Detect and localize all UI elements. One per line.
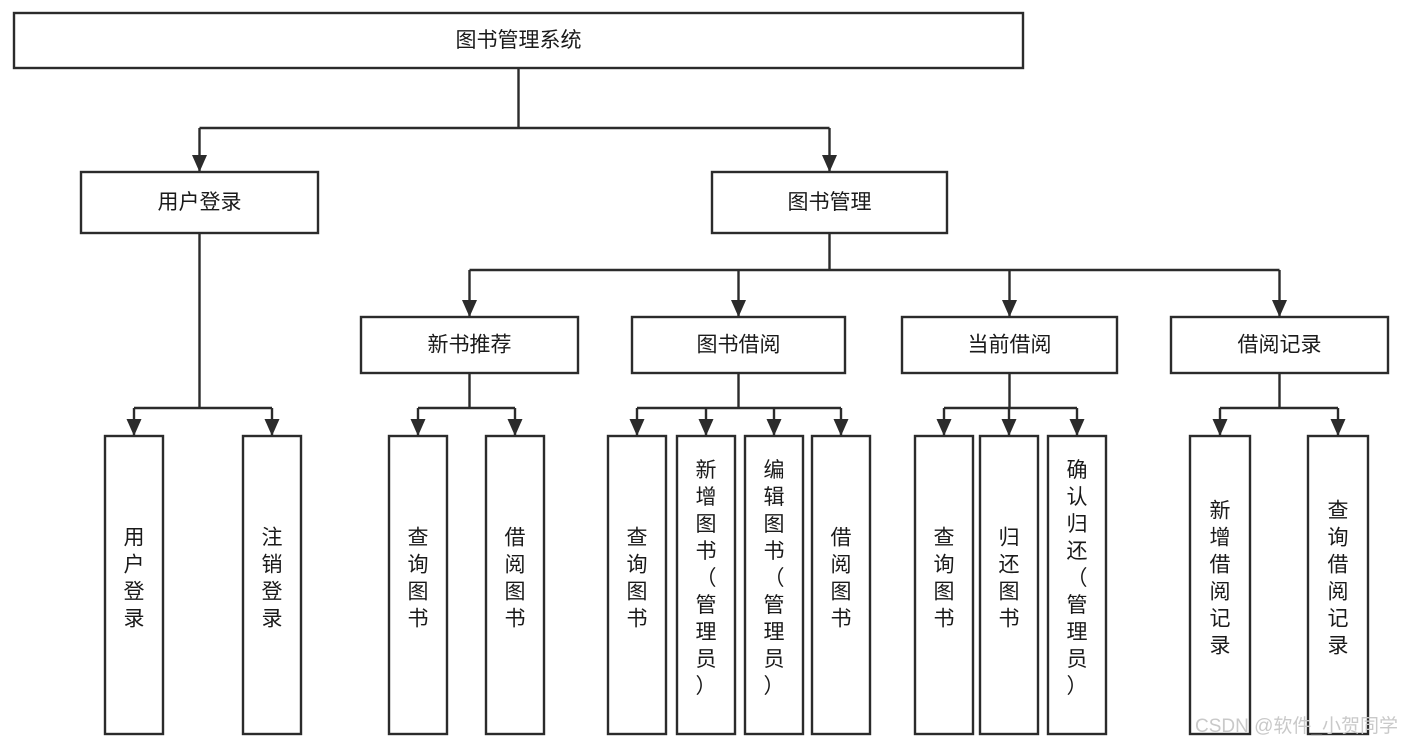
node-label-current-borrow: 当前借阅 xyxy=(968,334,1052,357)
node-box-leaf-query-borrow-record[interactable] xyxy=(1306,434,1370,736)
node-label-leaf-borrow-book-new: 借阅图书 xyxy=(505,527,526,631)
node-label-leaf-logout-login: 注销登录 xyxy=(262,527,283,631)
node-layer: 图书管理系统用户登录图书管理新书推荐图书借阅当前借阅借阅记录用户登录注销登录查询… xyxy=(12,11,1390,736)
connector-group-book-borrow xyxy=(629,373,849,436)
node-leaf-user-login[interactable]: 用户登录 xyxy=(103,434,165,736)
node-box-user-login[interactable] xyxy=(79,170,320,235)
node-box-leaf-add-book[interactable] xyxy=(675,434,737,736)
node-label-leaf-query-book-current: 查询图书 xyxy=(934,527,955,631)
arrow-head xyxy=(462,300,477,317)
node-leaf-return-book[interactable]: 归还图书 xyxy=(978,434,1040,736)
arrow-head xyxy=(1272,300,1287,317)
node-box-leaf-query-book-new[interactable] xyxy=(387,434,449,736)
connector-group-current-borrow xyxy=(936,373,1085,436)
node-leaf-edit-book[interactable]: 编辑图书（管理员） xyxy=(743,434,805,736)
node-label-leaf-borrow-book: 借阅图书 xyxy=(831,527,852,631)
node-borrow-records[interactable]: 借阅记录 xyxy=(1169,315,1390,375)
node-label-leaf-query-borrow-record: 查询借阅记录 xyxy=(1328,500,1349,658)
arrow-head xyxy=(766,419,782,436)
arrow-head xyxy=(1002,300,1017,317)
node-label-user-login: 用户登录 xyxy=(158,191,242,214)
node-label-leaf-confirm-return: 确认归还（管理员） xyxy=(1067,459,1088,698)
node-label-leaf-user-login: 用户登录 xyxy=(124,527,145,631)
node-leaf-borrow-book[interactable]: 借阅图书 xyxy=(810,434,872,736)
connector-group-borrow-records xyxy=(1212,373,1346,436)
node-book-management[interactable]: 图书管理 xyxy=(710,170,949,235)
node-label-leaf-add-book: 新增图书（管理员） xyxy=(696,459,717,698)
node-box-leaf-query-book-borrow[interactable] xyxy=(606,434,668,736)
node-leaf-add-book[interactable]: 新增图书（管理员） xyxy=(675,434,737,736)
connector-group-book-management xyxy=(462,233,1287,317)
csdn-watermark: CSDN @软件_小贺同学 xyxy=(1195,715,1398,737)
connector-group-root xyxy=(192,68,837,172)
node-leaf-borrow-book-new[interactable]: 借阅图书 xyxy=(484,434,546,736)
node-label-leaf-query-book-new: 查询图书 xyxy=(408,527,429,631)
connector-group-new-book-recommend xyxy=(410,373,523,436)
node-new-book-recommend[interactable]: 新书推荐 xyxy=(359,315,580,375)
node-box-root[interactable] xyxy=(12,11,1025,70)
node-leaf-query-book-new[interactable]: 查询图书 xyxy=(387,434,449,736)
node-book-borrow[interactable]: 图书借阅 xyxy=(630,315,847,375)
node-current-borrow[interactable]: 当前借阅 xyxy=(900,315,1119,375)
arrow-head xyxy=(126,419,142,436)
node-box-leaf-logout-login[interactable] xyxy=(241,434,303,736)
node-user-login[interactable]: 用户登录 xyxy=(79,170,320,235)
node-label-leaf-query-book-borrow: 查询图书 xyxy=(627,527,648,631)
node-label-borrow-records: 借阅记录 xyxy=(1238,334,1322,357)
node-leaf-confirm-return[interactable]: 确认归还（管理员） xyxy=(1046,434,1108,736)
node-box-leaf-edit-book[interactable] xyxy=(743,434,805,736)
node-box-leaf-confirm-return[interactable] xyxy=(1046,434,1108,736)
arrow-head xyxy=(833,419,849,436)
arrow-head xyxy=(507,419,523,436)
connector-layer xyxy=(126,68,1346,436)
arrow-head xyxy=(822,155,837,172)
node-leaf-query-borrow-record[interactable]: 查询借阅记录 xyxy=(1306,434,1370,736)
arrow-head xyxy=(731,300,746,317)
node-box-book-borrow[interactable] xyxy=(630,315,847,375)
node-box-leaf-query-book-current[interactable] xyxy=(913,434,975,736)
node-box-leaf-borrow-book-new[interactable] xyxy=(484,434,546,736)
arrow-head xyxy=(936,419,952,436)
arrow-head xyxy=(1069,419,1085,436)
node-box-new-book-recommend[interactable] xyxy=(359,315,580,375)
node-label-root: 图书管理系统 xyxy=(456,29,582,52)
node-box-leaf-return-book[interactable] xyxy=(978,434,1040,736)
node-box-book-management[interactable] xyxy=(710,170,949,235)
node-box-leaf-borrow-book[interactable] xyxy=(810,434,872,736)
node-box-current-borrow[interactable] xyxy=(900,315,1119,375)
node-label-leaf-edit-book: 编辑图书（管理员） xyxy=(764,459,785,698)
connector-group-user-login xyxy=(126,233,280,436)
node-label-book-borrow: 图书借阅 xyxy=(697,334,781,357)
arrow-head xyxy=(1330,419,1346,436)
node-label-leaf-add-borrow-record: 新增借阅记录 xyxy=(1210,500,1231,658)
arrow-head xyxy=(192,155,207,172)
arrow-head xyxy=(264,419,280,436)
arrow-head xyxy=(698,419,714,436)
node-box-leaf-add-borrow-record[interactable] xyxy=(1188,434,1252,736)
node-root[interactable]: 图书管理系统 xyxy=(12,11,1025,70)
node-leaf-logout-login[interactable]: 注销登录 xyxy=(241,434,303,736)
node-leaf-add-borrow-record[interactable]: 新增借阅记录 xyxy=(1188,434,1252,736)
arrow-head xyxy=(1001,419,1017,436)
node-box-leaf-user-login[interactable] xyxy=(103,434,165,736)
arrow-head xyxy=(410,419,426,436)
node-label-book-management: 图书管理 xyxy=(788,191,872,214)
node-label-leaf-return-book: 归还图书 xyxy=(999,527,1020,631)
arrow-head xyxy=(629,419,645,436)
arrow-head xyxy=(1212,419,1228,436)
node-leaf-query-book-borrow[interactable]: 查询图书 xyxy=(606,434,668,736)
node-box-borrow-records[interactable] xyxy=(1169,315,1390,375)
node-label-new-book-recommend: 新书推荐 xyxy=(428,334,512,357)
node-leaf-query-book-current[interactable]: 查询图书 xyxy=(913,434,975,736)
